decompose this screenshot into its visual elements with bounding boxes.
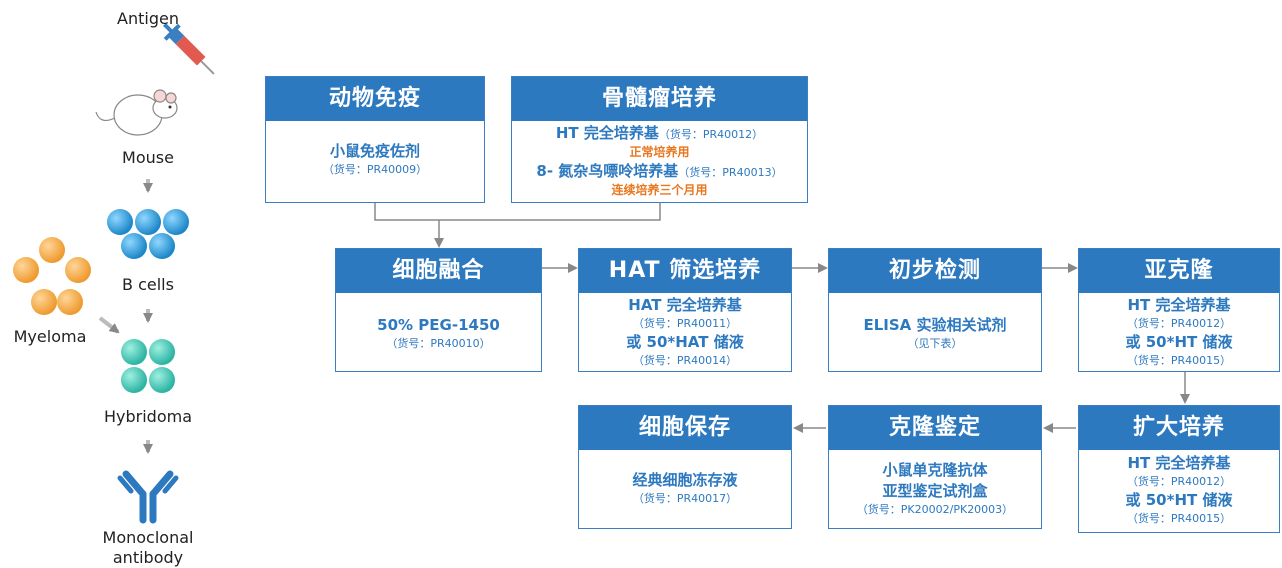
step-title: 动物免疫 <box>266 77 484 121</box>
step-title: 扩大培养 <box>1079 406 1279 450</box>
catalog-number: （货号：PR40010） <box>386 337 491 350</box>
catalog-number: （货号：PR40012） <box>1126 317 1232 330</box>
see-table-note: （见下表） <box>907 337 963 350</box>
catalog-number: （货号：PR40015） <box>1126 512 1232 525</box>
hybridoma-cells-icon <box>121 339 175 393</box>
usage-note: 连续培养三个月用 <box>611 183 708 197</box>
step-title: 细胞保存 <box>579 406 791 450</box>
step-title: 克隆鉴定 <box>829 406 1041 450</box>
step-immunization: 动物免疫 小鼠免疫佐剂 （货号：PR40009） <box>265 76 485 203</box>
mouse-icon <box>95 89 178 136</box>
catalog-number: （货号：PR40017） <box>632 492 738 505</box>
catalog-number: （货号：PR40009） <box>322 163 428 176</box>
step-cell-storage: 细胞保存 经典细胞冻存液 （货号：PR40017） <box>578 405 792 529</box>
step-expansion: 扩大培养 HT 完全培养基 （货号：PR40012） 或 50*HT 储液 （货… <box>1078 405 1280 533</box>
product-name: HT 完全培养基 <box>555 124 659 142</box>
product-name: HAT 完全培养基 <box>628 296 742 314</box>
mouse-label: Mouse <box>122 148 174 167</box>
catalog-number: （货号：PR40015） <box>1126 354 1232 367</box>
step-title: 亚克隆 <box>1079 249 1279 293</box>
syringe-icon <box>163 23 215 75</box>
product-name: 经典细胞冻存液 <box>632 471 738 489</box>
step-hat-selection: HAT 筛选培养 HAT 完全培养基 （货号：PR40011） 或 50*HAT… <box>578 248 792 372</box>
product-name: ELISA 实验相关试剂 <box>863 316 1007 334</box>
antibody-icon <box>117 470 179 524</box>
step-title: 细胞融合 <box>336 249 541 293</box>
product-name: HT 完全培养基 <box>1127 296 1231 314</box>
step-cell-fusion: 细胞融合 50% PEG-1450 （货号：PR40010） <box>335 248 542 372</box>
catalog-number: （货号：PK20002/PK20003） <box>856 503 1014 516</box>
catalog-number: （货号：PR40014） <box>632 354 738 367</box>
myeloma-cells-icon <box>13 237 91 315</box>
b-cells-icon <box>107 209 189 259</box>
product-name: 或 50*HAT 储液 <box>626 333 744 351</box>
step-subcloning: 亚克隆 HT 完全培养基 （货号：PR40012） 或 50*HT 储液 （货号… <box>1078 248 1280 372</box>
product-name: 小鼠单克隆抗体 <box>882 461 988 479</box>
step-myeloma-culture: 骨髓瘤培养 HT 完全培养基（货号：PR40012） 正常培养用 8- 氮杂鸟嘌… <box>511 76 808 203</box>
step-title: 初步检测 <box>829 249 1041 293</box>
product-name: 或 50*HT 储液 <box>1125 491 1233 509</box>
catalog-number: （货号：PR40011） <box>632 317 738 330</box>
product-name: HT 完全培养基 <box>1127 454 1231 472</box>
product-name: 或 50*HT 储液 <box>1125 333 1233 351</box>
monoclonal-line: Monoclonal <box>102 528 194 547</box>
step-title: 骨髓瘤培养 <box>512 77 807 121</box>
product-name: 8- 氮杂鸟嘌呤培养基 <box>536 162 679 180</box>
product-name: 50% PEG-1450 <box>377 316 500 334</box>
antibody-line: antibody <box>112 548 184 567</box>
b-cells-label: B cells <box>122 275 174 294</box>
catalog-number: （货号：PR40013） <box>678 166 783 179</box>
hybridoma-label: Hybridoma <box>103 407 192 426</box>
catalog-number: （货号：PR40012） <box>1126 475 1232 488</box>
monoclonal-antibody-label: Monoclonal antibody <box>90 528 206 568</box>
usage-note: 正常培养用 <box>629 145 690 159</box>
myeloma-label: Myeloma <box>13 327 87 346</box>
product-name: 亚型鉴定试剂盒 <box>882 482 988 500</box>
antigen-label: Antigen <box>117 9 179 28</box>
step-title: HAT 筛选培养 <box>579 249 791 293</box>
step-clone-identification: 克隆鉴定 小鼠单克隆抗体 亚型鉴定试剂盒 （货号：PK20002/PK20003… <box>828 405 1042 529</box>
product-name: 小鼠免疫佐剂 <box>329 142 420 160</box>
step-initial-detection: 初步检测 ELISA 实验相关试剂 （见下表） <box>828 248 1042 372</box>
catalog-number: （货号：PR40012） <box>658 128 764 141</box>
merge-connector <box>374 203 661 221</box>
